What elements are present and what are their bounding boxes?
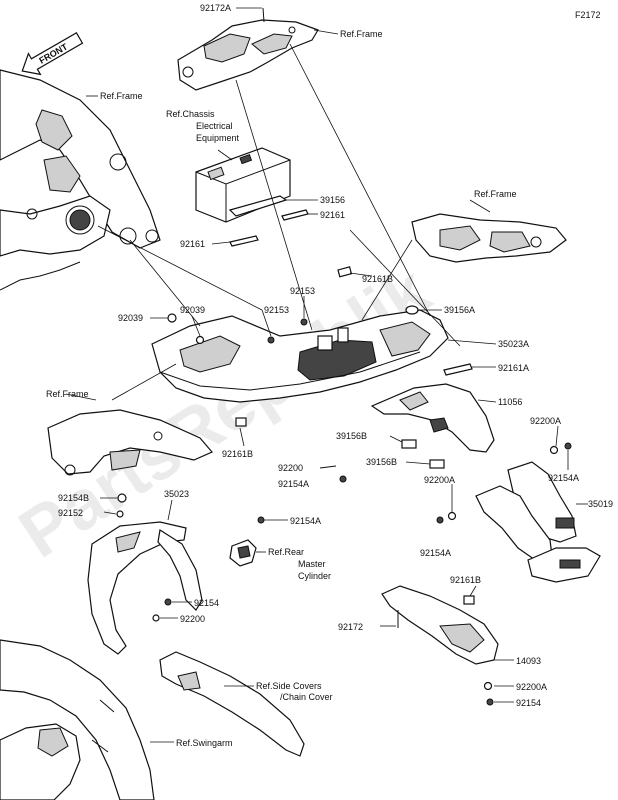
label-92039-a: 92039: [118, 313, 143, 323]
mudguard-14093: [381, 585, 499, 665]
pad-92161b-mid: [235, 417, 247, 427]
pad-39156a: [405, 305, 419, 315]
label-ref-chassis-3: Equipment: [196, 133, 240, 143]
bolt-92154a-mid: [339, 475, 347, 483]
label-92200-b: 92200: [180, 614, 205, 624]
label-92161-a: 92161: [320, 210, 345, 220]
frame-left-part: [0, 69, 161, 291]
labels: 92172A Ref.Frame Ref.Frame Ref.Chassis E…: [46, 3, 613, 748]
label-ref-rear-3: Cylinder: [298, 571, 331, 581]
label-92161-b: 92161: [180, 239, 205, 249]
frame-mid-left-part: [47, 409, 213, 476]
label-92154a-mid: 92154A: [278, 479, 309, 489]
strip-92161-a: [281, 209, 309, 221]
label-92161b-low: 92161B: [450, 575, 481, 585]
label-ref-frame-mid: Ref.Frame: [46, 389, 89, 399]
label-92154a-r: 92154A: [548, 473, 579, 483]
label-92154b: 92154B: [58, 493, 89, 503]
label-92200a-r: 92200A: [530, 416, 561, 426]
label-92154-a: 92154: [194, 598, 219, 608]
leader-lines: [65, 7, 588, 743]
strip-92161a: [443, 363, 473, 376]
label-39156b-a: 39156B: [336, 431, 367, 441]
pad-39156b-b: [429, 459, 445, 469]
label-92154a-low: 92154A: [290, 516, 321, 526]
label-ref-side-2: /Chain Cover: [280, 692, 333, 702]
label-92172: 92172: [338, 622, 363, 632]
label-ref-rear-1: Ref.Rear: [268, 547, 304, 557]
front-arrow-icon: FRONT: [21, 31, 84, 76]
pad-92161b-top: [337, 266, 353, 278]
label-39156: 39156: [320, 195, 345, 205]
frame-top-part: [177, 19, 319, 91]
bracket-11056: [370, 383, 495, 453]
washer-92200: [319, 465, 337, 469]
pad-92161b-low: [463, 595, 475, 605]
bolt-92154-b: [486, 698, 494, 706]
washer-92200a-mid: [447, 511, 457, 521]
label-11056: 11056: [498, 397, 522, 407]
label-ref-frame-left: Ref.Frame: [100, 91, 143, 101]
master-cylinder-bracket: [229, 539, 257, 567]
bracket-35019: [475, 461, 601, 583]
grab-rail-35023: [87, 521, 203, 655]
rear-frame-main: [151, 309, 449, 403]
label-92200a-mid: 92200A: [424, 475, 455, 485]
label-ref-chassis-1: Ref.Chassis: [166, 109, 215, 119]
pad-39156b-a: [401, 439, 417, 449]
label-92153-b: 92153: [264, 305, 289, 315]
diagram-code: F2172: [575, 10, 601, 20]
label-35023a: 35023A: [498, 339, 529, 349]
label-39156a: 39156A: [444, 305, 475, 315]
label-ref-chassis-2: Electrical: [196, 121, 233, 131]
bolt-92153-b: [267, 336, 275, 344]
label-92153-a: 92153: [290, 286, 315, 296]
washer-92152: [116, 510, 124, 518]
label-ref-side-1: Ref.Side Covers: [256, 681, 322, 691]
washer-92200a-b: [483, 681, 493, 691]
label-14093: 14093: [516, 656, 541, 666]
bolt-92153-a: [300, 318, 308, 326]
label-ref-frame-right: Ref.Frame: [474, 189, 517, 199]
bolt-92154-a: [164, 598, 172, 606]
strip-92161-b: [229, 235, 259, 247]
label-ref-frame-top: Ref.Frame: [340, 29, 383, 39]
label-92154a-c: 92154A: [420, 548, 451, 558]
label-92152: 92152: [58, 508, 83, 518]
label-92161b-mid: 92161B: [222, 449, 253, 459]
bolt-92154a-r: [564, 442, 572, 450]
label-92161a: 92161A: [498, 363, 529, 373]
washer-92200a-r: [549, 445, 559, 455]
label-92172a: 92172A: [200, 3, 231, 13]
label-39156b-b: 39156B: [366, 457, 397, 467]
label-35023: 35023: [164, 489, 189, 499]
label-92200a-b: 92200A: [516, 682, 547, 692]
bolt-92154a-c: [436, 516, 444, 524]
swingarm-part: [0, 639, 155, 800]
label-92039-b: 92039: [180, 305, 205, 315]
bolt-92039-b: [195, 335, 205, 345]
washer-92200-b: [152, 614, 160, 622]
label-92200: 92200: [278, 463, 303, 473]
label-92154-b: 92154: [516, 698, 541, 708]
watermark: PartsRepublik: [6, 251, 443, 573]
label-35019: 35019: [588, 499, 613, 509]
bolt-92172a: [262, 7, 265, 23]
label-ref-swingarm: Ref.Swingarm: [176, 738, 233, 748]
label-ref-rear-2: Master: [298, 559, 326, 569]
label-92161b-top: 92161B: [362, 274, 393, 284]
bolt-92039-a: [167, 313, 177, 323]
bolt-92154a-low: [257, 516, 265, 524]
frame-right-part: [411, 213, 567, 263]
side-cover-part: [159, 651, 305, 757]
bolt-92154b: [117, 493, 127, 503]
